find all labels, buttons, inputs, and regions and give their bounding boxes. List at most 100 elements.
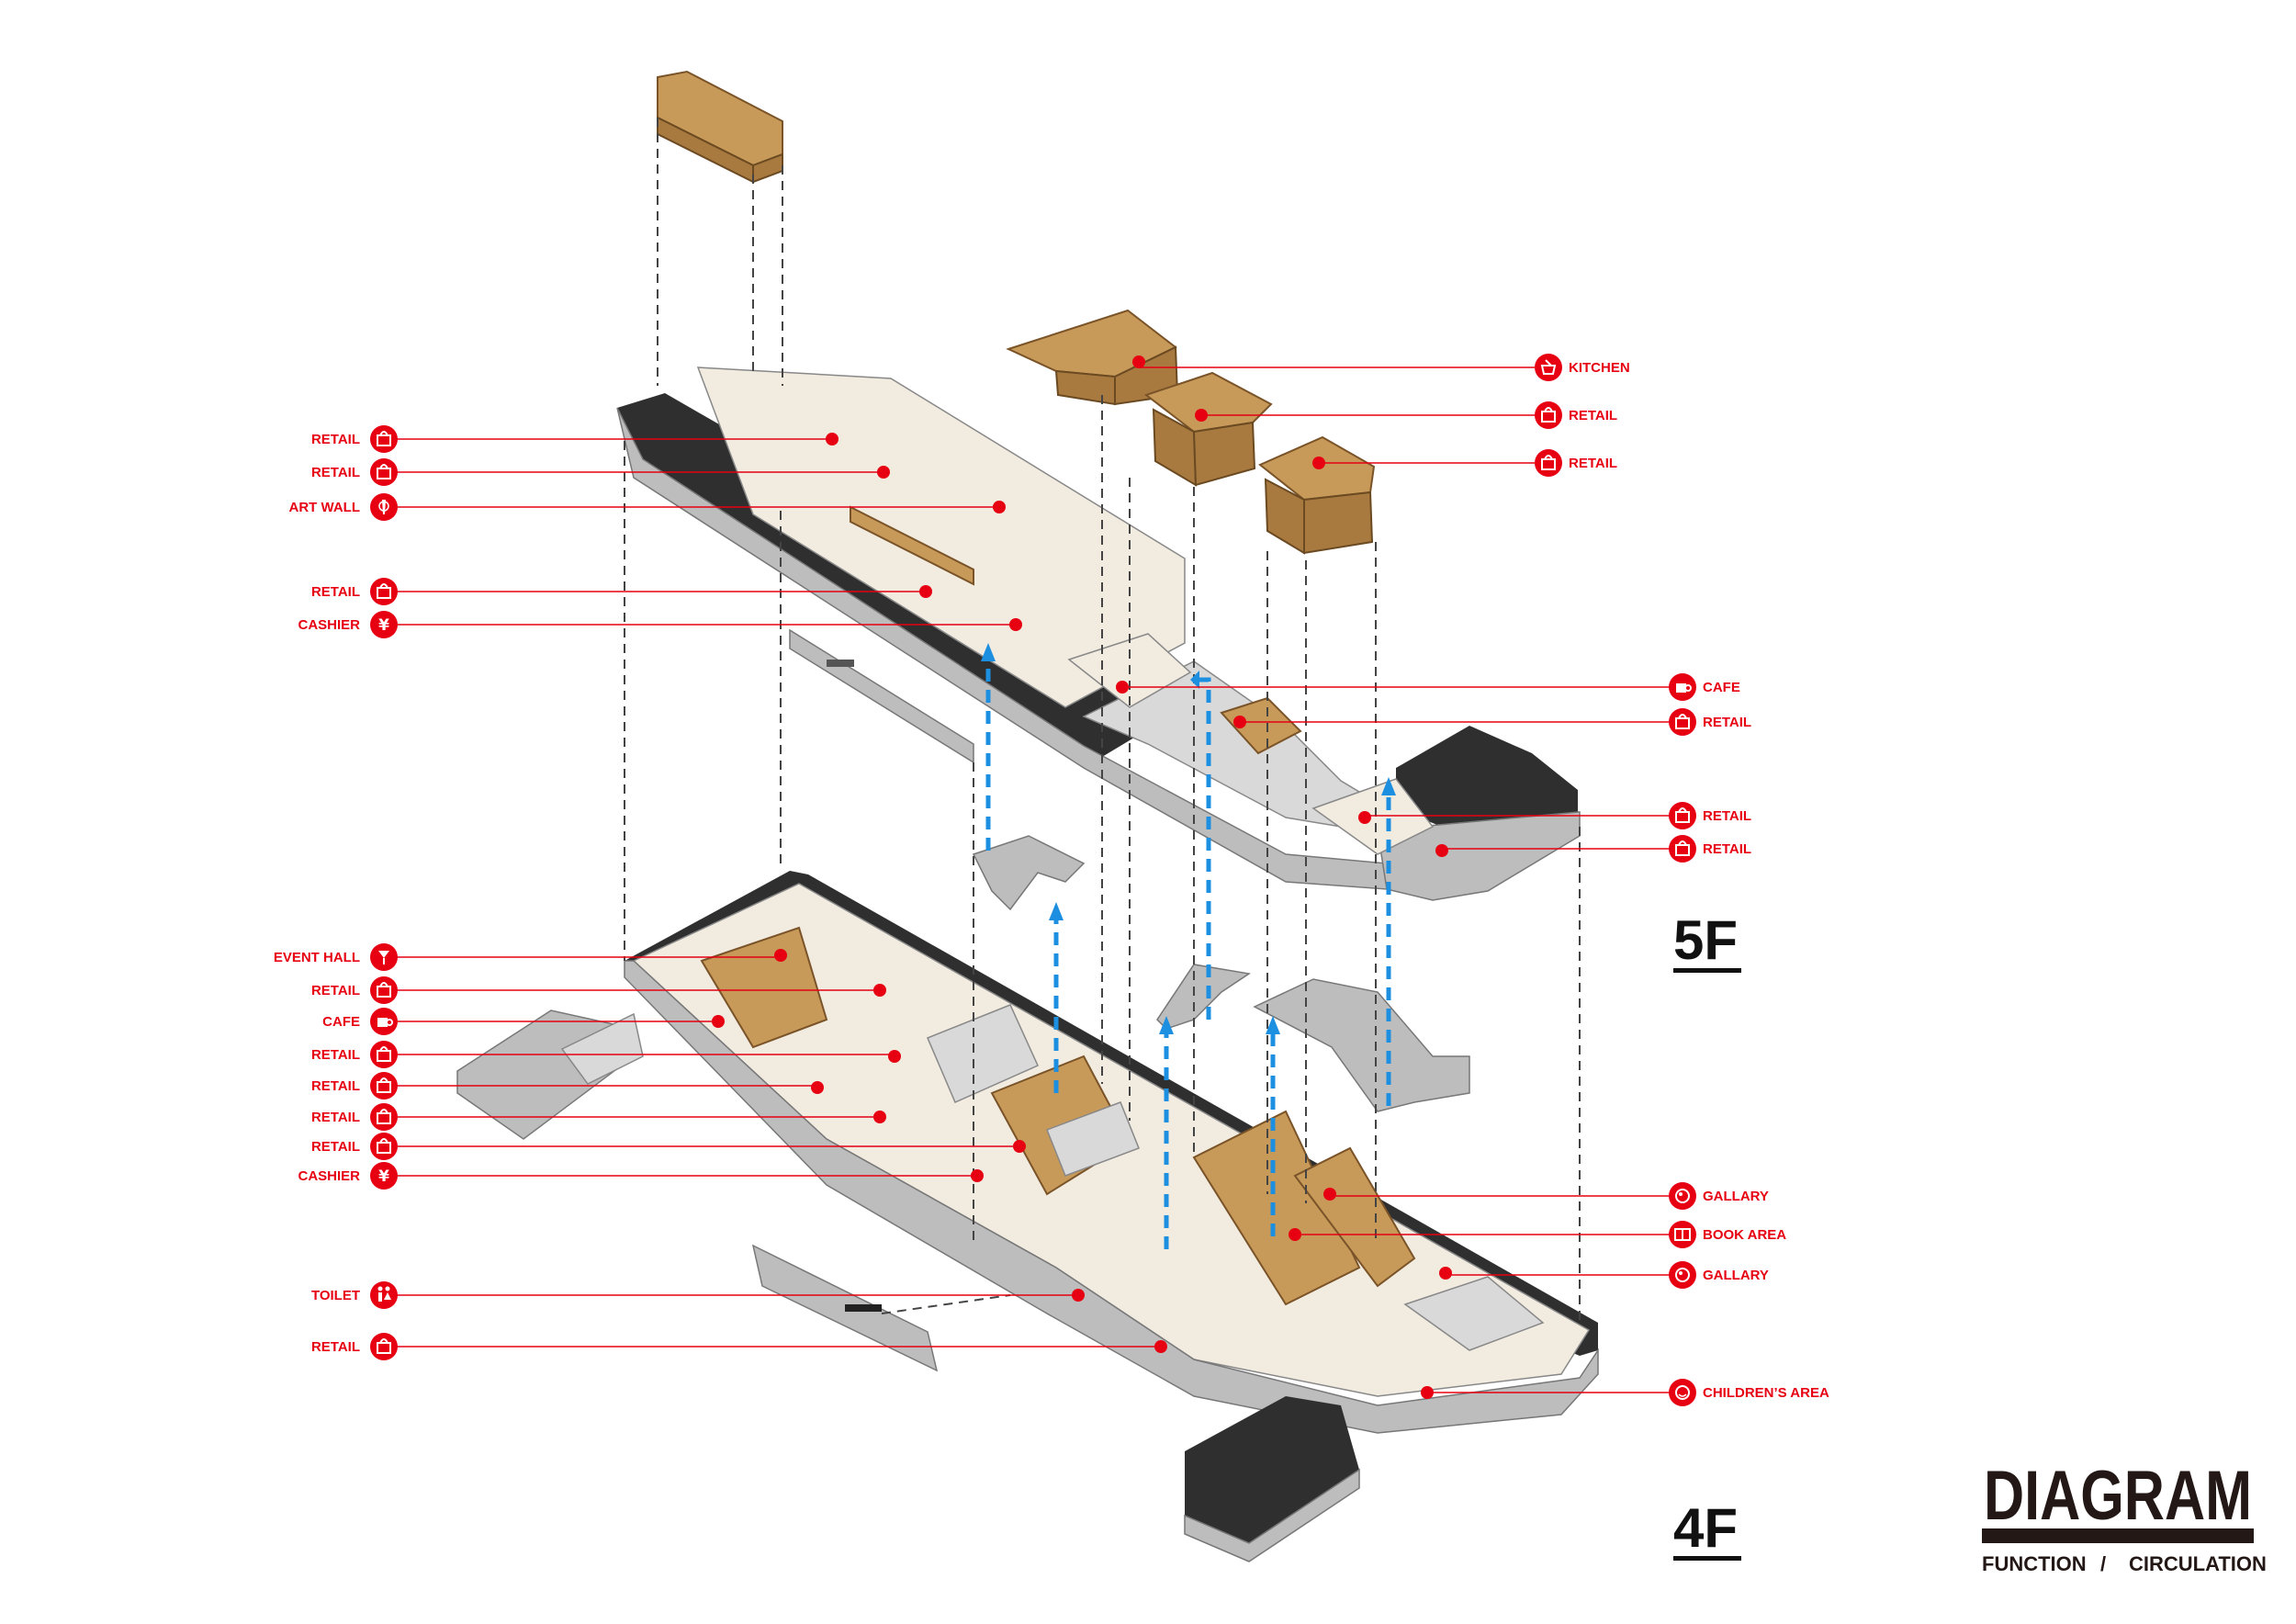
function-label: ¥ CASHIER <box>298 611 398 638</box>
icon-badge <box>1669 1182 1696 1210</box>
function-label: ¥ CASHIER <box>298 1162 398 1190</box>
svg-text:¥: ¥ <box>378 616 389 635</box>
dashed-projection-lines <box>624 118 1581 1323</box>
shopping-bag-icon <box>377 982 391 998</box>
shopping-bag-icon <box>377 583 391 599</box>
function-label: TOILET <box>311 1281 398 1309</box>
leader-lines <box>397 367 1670 1393</box>
shopping-bag-icon <box>377 1109 391 1124</box>
function-label-text: RETAIL <box>311 432 360 447</box>
function-label-text: RETAIL <box>311 1139 360 1155</box>
shopping-bag-icon <box>377 1046 391 1062</box>
subtitle-circulation: CIRCULATION <box>2129 1552 2267 1575</box>
stair-elements <box>972 835 1470 1112</box>
labels-4f-left: EVENT HALL RETAIL CAFE RETAIL RETAIL RETAIL RE… <box>274 943 398 1360</box>
icon-badge <box>1535 354 1562 381</box>
icon-badge <box>370 1162 398 1190</box>
floor-5f-slab <box>616 367 1581 901</box>
icon-badge <box>370 1281 398 1309</box>
icon-badge <box>1535 449 1562 477</box>
shopping-bag-icon <box>377 1077 391 1093</box>
function-label: RETAIL <box>1535 401 1617 429</box>
function-label-text: KITCHEN <box>1569 360 1630 376</box>
diagram-title: DIAGRAM <box>1984 1457 2252 1535</box>
function-label: RETAIL <box>311 1333 398 1360</box>
function-label-text: RETAIL <box>1703 715 1751 730</box>
function-label-text: RETAIL <box>311 584 360 600</box>
retail-pavilion-1 <box>1143 371 1273 487</box>
icon-badge <box>1669 1379 1696 1406</box>
circulation-arrows <box>981 643 1396 1249</box>
yen-icon: ¥ <box>378 616 389 635</box>
function-label-text: CASHIER <box>298 617 360 633</box>
function-label-text: CAFE <box>322 1014 360 1030</box>
labels-5f-left: RETAIL RETAIL ART WALL RETAIL ¥ CASHIER <box>289 425 398 638</box>
function-label: RETAIL <box>1669 802 1751 829</box>
toilet-icon <box>377 1286 391 1302</box>
kitchen-pavilion <box>1006 309 1179 406</box>
function-label-text: RETAIL <box>1569 408 1617 423</box>
function-label-text: CAFE <box>1703 680 1740 695</box>
function-label-text: RETAIL <box>311 1078 360 1094</box>
function-label: RETAIL <box>1535 449 1617 477</box>
title-block: DIAGRAM FUNCTION / CIRCULATION <box>1982 1457 2267 1575</box>
icon-badge <box>370 1041 398 1068</box>
function-label: GALLARY <box>1669 1182 1769 1210</box>
function-label-text: RETAIL <box>311 1110 360 1125</box>
function-label: CAFE <box>322 1008 398 1035</box>
shopping-bag-icon <box>377 464 391 479</box>
function-label-text: BOOK AREA <box>1703 1227 1786 1243</box>
kitchen-icon <box>1540 359 1557 375</box>
function-label: RETAIL <box>1669 835 1751 863</box>
shopping-bag-icon <box>377 1138 391 1154</box>
icon-badge <box>1669 1261 1696 1289</box>
function-label: RETAIL <box>1669 708 1751 736</box>
labels-5f-right: KITCHEN RETAIL RETAIL CAFE RETAIL RETAIL RETAI… <box>1535 354 1751 863</box>
title-rule <box>1982 1528 2254 1543</box>
function-label-text: RETAIL <box>311 1047 360 1063</box>
function-label-text: RETAIL <box>1703 841 1751 857</box>
icon-badge <box>1669 802 1696 829</box>
function-label-text: RETAIL <box>311 983 360 998</box>
function-label: RETAIL <box>311 578 398 605</box>
icon-badge <box>370 1072 398 1100</box>
function-label: RETAIL <box>311 1072 398 1100</box>
icon-badge <box>370 611 398 638</box>
svg-text:¥: ¥ <box>378 1167 389 1186</box>
icon-badge <box>370 976 398 1004</box>
shopping-bag-icon <box>377 1338 391 1354</box>
icon-badge <box>370 1103 398 1131</box>
function-label: RETAIL <box>311 425 398 453</box>
event-hall-icon <box>378 951 389 964</box>
art-wall-icon <box>378 500 389 514</box>
function-label-text: RETAIL <box>1569 456 1617 471</box>
subtitle-separator: / <box>2100 1552 2106 1575</box>
function-label-text: RETAIL <box>1703 808 1751 824</box>
shopping-bag-icon <box>1541 407 1556 423</box>
floor-4f-slab <box>456 871 1599 1562</box>
subtitle-function: FUNCTION <box>1982 1552 2087 1575</box>
icon-badge <box>370 425 398 453</box>
function-label-text: RETAIL <box>311 465 360 480</box>
function-label-text: RETAIL <box>311 1339 360 1355</box>
function-label-text: CHILDREN’S AREA <box>1703 1385 1829 1401</box>
shopping-bag-icon <box>1675 807 1690 823</box>
icon-badge <box>370 578 398 605</box>
shopping-bag-icon <box>1541 455 1556 470</box>
floor-label-5f: 5F <box>1673 909 1738 971</box>
gallery-icon <box>1675 1268 1690 1282</box>
shopping-bag-icon <box>1675 840 1690 856</box>
function-label: ART WALL <box>289 493 398 521</box>
gallery-icon <box>1675 1189 1690 1203</box>
coffee-cup-icon <box>377 1018 393 1027</box>
yen-icon: ¥ <box>378 1167 389 1186</box>
function-label-text: CASHIER <box>298 1168 360 1184</box>
retail-pavilion-2 <box>1258 435 1376 555</box>
function-label: RETAIL <box>311 1103 398 1131</box>
icon-badge <box>370 458 398 486</box>
function-label-text: TOILET <box>311 1288 360 1303</box>
floor-label-4f: 4F <box>1673 1497 1738 1559</box>
function-label-text: EVENT HALL <box>274 950 360 965</box>
function-label: BOOK AREA <box>1669 1221 1786 1248</box>
